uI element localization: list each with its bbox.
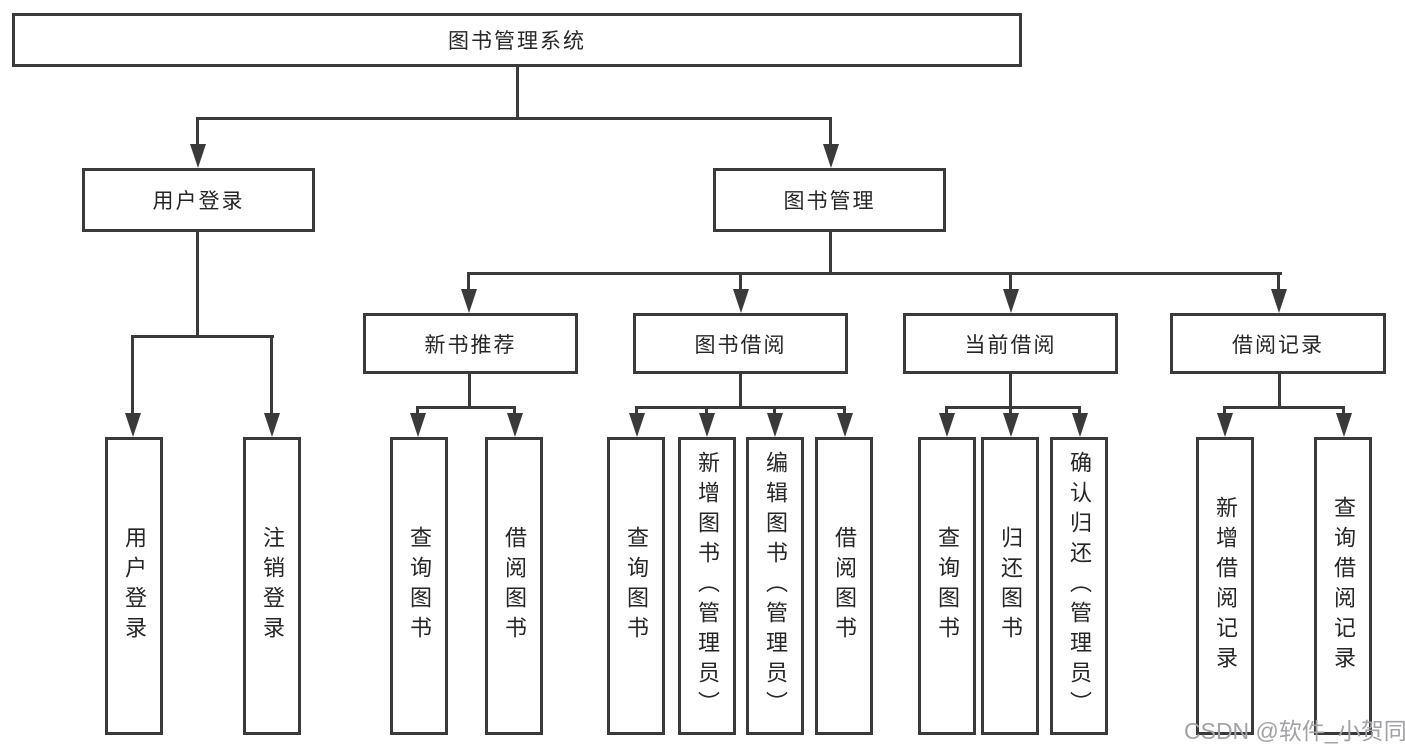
arrow-to-book-management (823, 144, 839, 168)
leaf-label: 新增图书（管理员） (695, 451, 720, 721)
arrow-to-leaf (699, 413, 715, 437)
leaf-borrow-borrow-books: 借阅图书 (815, 437, 873, 735)
connector-recommend-bus (416, 406, 516, 409)
leaf-label: 编辑图书（管理员） (763, 451, 788, 721)
connector-stem-borrow-records (1277, 272, 1280, 291)
connector-stem (1342, 406, 1345, 416)
connector-book-management-stem (829, 231, 832, 275)
leaf-borrow-query-books: 查询图书 (607, 437, 665, 735)
connector-stem-user-login (196, 117, 199, 147)
connector-user-login-bus (131, 335, 274, 338)
node-user-login: 用户登录 (82, 168, 315, 232)
connector-stem-current-borrow (1009, 272, 1012, 291)
connector-user-login-stem (196, 231, 199, 338)
node-label: 图书管理 (783, 190, 876, 213)
node-label: 当前借阅 (964, 333, 1057, 357)
arrow-to-borrow-records (1271, 289, 1287, 313)
node-label: 用户登录 (152, 190, 245, 213)
leaf-logout: 注销登录 (243, 437, 301, 735)
arrow-to-leaf (939, 413, 955, 437)
leaf-borrow-add-books-admin: 新增图书（管理员） (678, 437, 736, 735)
arrow-to-leaf (1336, 413, 1352, 437)
arrow-to-leaf (1003, 413, 1019, 437)
connector-root-stem (516, 66, 519, 119)
connector-records-stem (1278, 374, 1281, 409)
arrow-to-leaf (767, 413, 783, 437)
leaf-label: 注销登录 (260, 526, 285, 646)
leaf-label: 借阅图书 (502, 526, 527, 646)
arrow-to-leaf (507, 413, 523, 437)
arrow-to-leaf (629, 413, 645, 437)
connector-stem (843, 406, 846, 416)
leaf-user-login: 用户登录 (105, 437, 163, 735)
leaf-label: 用户登录 (122, 526, 147, 646)
node-new-book-recommend: 新书推荐 (363, 313, 578, 374)
connector-stem (945, 406, 948, 416)
arrow-to-book-borrow (733, 289, 749, 313)
connector-stem (1223, 406, 1226, 416)
connector-stem (705, 406, 708, 416)
leaf-recommend-borrow-books: 借阅图书 (485, 437, 543, 735)
connector-stem-leaf-login (131, 335, 134, 415)
arrow-to-leaf (410, 413, 426, 437)
arrow-to-leaf-login (125, 413, 141, 437)
connector-stem-new-book-recommend (467, 272, 470, 291)
node-library-management-system: 图书管理系统 (12, 13, 1022, 67)
leaf-label: 归还图书 (998, 526, 1023, 646)
connector-current-bus (945, 406, 1081, 409)
node-book-management: 图书管理 (713, 168, 946, 232)
connector-borrow-stem (739, 374, 742, 409)
connector-stem (416, 406, 419, 416)
leaf-label: 借阅图书 (832, 526, 857, 646)
leaf-label: 查询图书 (624, 526, 649, 646)
leaf-label: 查询图书 (935, 526, 960, 646)
node-label: 新书推荐 (424, 333, 517, 357)
connector-borrow-bus (635, 406, 846, 409)
leaf-borrow-edit-books-admin: 编辑图书（管理员） (746, 437, 804, 735)
node-label: 图书管理系统 (448, 30, 586, 53)
node-borrow-records: 借阅记录 (1170, 313, 1386, 374)
leaf-current-return-books: 归还图书 (981, 437, 1039, 735)
connector-records-bus (1223, 406, 1345, 409)
leaf-records-add-record: 新增借阅记录 (1196, 437, 1254, 735)
connector-stem-leaf-logout (270, 335, 273, 415)
leaf-label: 新增借阅记录 (1213, 496, 1238, 676)
leaf-records-query-record: 查询借阅记录 (1314, 437, 1372, 735)
leaf-label: 查询图书 (407, 526, 432, 646)
leaf-label: 查询借阅记录 (1331, 496, 1356, 676)
connector-stem (635, 406, 638, 416)
leaf-label: 确认归还（管理员） (1067, 451, 1092, 721)
csdn-watermark: CSDN @软件_小贺同学 (1184, 718, 1405, 744)
connector-stem (1078, 406, 1081, 416)
node-current-borrow: 当前借阅 (903, 313, 1118, 374)
node-label: 图书借阅 (694, 333, 787, 357)
connector-stem-book-borrow (739, 272, 742, 291)
node-label: 借阅记录 (1232, 333, 1324, 357)
connector-current-stem (1009, 374, 1012, 409)
connector-book-management-bus (467, 272, 1282, 275)
connector-stem (1009, 406, 1012, 416)
connector-stem-book-management (829, 117, 832, 147)
arrow-to-current-borrow (1003, 289, 1019, 313)
leaf-recommend-query-books: 查询图书 (390, 437, 448, 735)
leaf-current-confirm-return-admin: 确认归还（管理员） (1050, 437, 1108, 735)
connector-root-bus (196, 117, 832, 120)
arrow-to-leaf (1217, 413, 1233, 437)
leaf-current-query-books: 查询图书 (918, 437, 976, 735)
arrow-to-leaf (837, 413, 853, 437)
connector-stem (513, 406, 516, 416)
connector-stem (773, 406, 776, 416)
arrow-to-leaf (1072, 413, 1088, 437)
arrow-to-user-login (190, 144, 206, 168)
node-book-borrow: 图书借阅 (633, 313, 848, 374)
arrow-to-leaf-logout (264, 413, 280, 437)
arrow-to-new-book-recommend (461, 289, 477, 313)
connector-recommend-stem (468, 374, 471, 409)
